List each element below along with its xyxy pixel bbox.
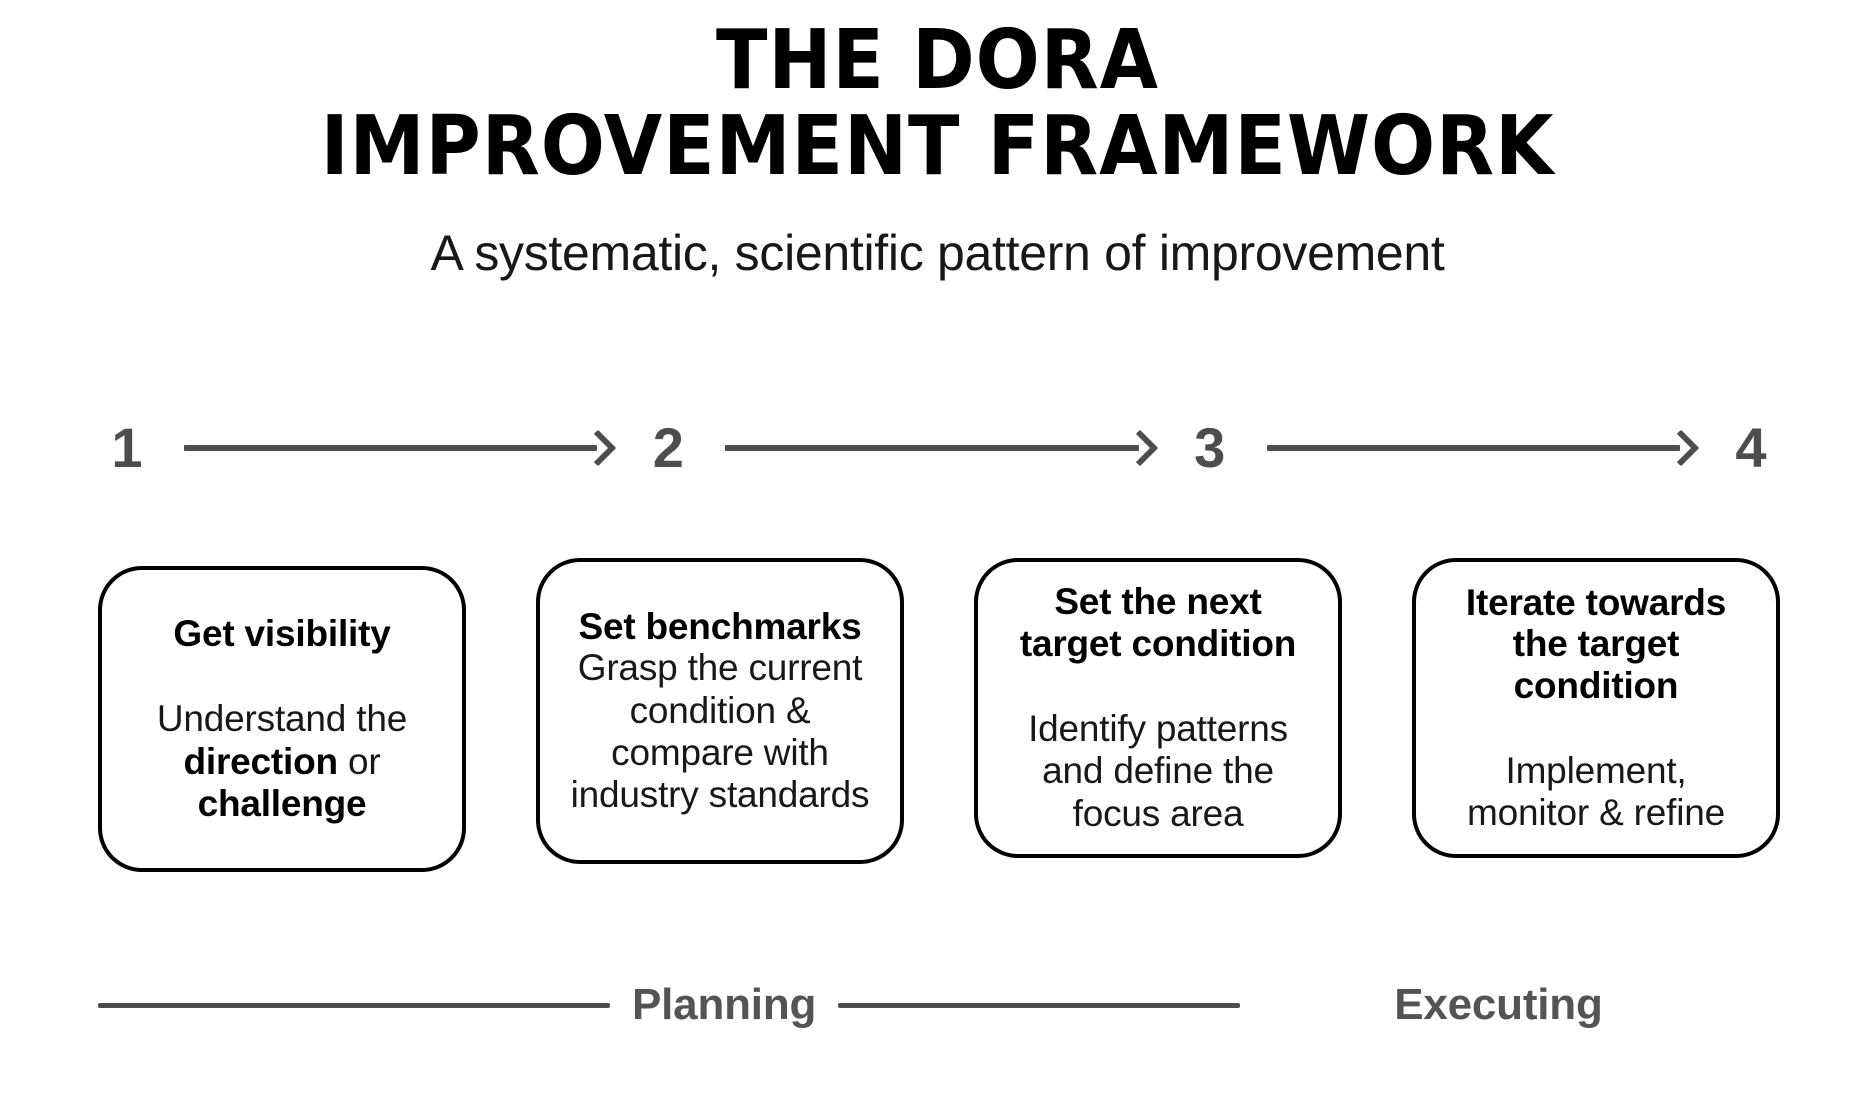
page-title: THE DORA IMPROVEMENT FRAMEWORK	[75, 13, 1800, 195]
body-text-mid: or	[337, 740, 381, 782]
step-cards: Get visibility Understand the direction …	[98, 558, 1780, 914]
arrow-right-icon-1	[184, 429, 617, 467]
body-text-bold-direction: direction	[183, 740, 338, 782]
step-number-2: 2	[652, 416, 684, 479]
arrow-right-icon-3	[1266, 429, 1700, 467]
phase-label-planning: Planning	[632, 980, 817, 1029]
body-text-prefix: Understand the	[156, 698, 408, 740]
step-card-3-heading: Set the next target condition	[1019, 581, 1297, 664]
phase-rule-left	[98, 1002, 610, 1008]
step-number-4: 4	[1735, 416, 1767, 479]
arrow-head	[579, 429, 617, 467]
phase-label-executing: Executing	[1394, 980, 1603, 1029]
step-card-1-heading: Get visibility	[173, 613, 391, 655]
phase-rule-right	[838, 1002, 1241, 1008]
step-card-1-body: Understand the direction or challenge	[128, 698, 436, 825]
page-title-line-1: THE DORA	[715, 13, 1159, 108]
step-card-3: Set the next target condition Identify p…	[974, 558, 1342, 858]
step-card-2: Set benchmarks Grasp the current conditi…	[536, 558, 904, 864]
body-text-bold-challenge: challenge	[197, 782, 367, 824]
step-card-4: Iterate towards the target condition Imp…	[1412, 558, 1780, 858]
arrow-shaft	[184, 445, 598, 451]
step-number-3: 3	[1194, 416, 1226, 479]
phase-bar: Planning Executing	[98, 975, 1780, 1035]
arrow-shaft	[1266, 445, 1680, 451]
arrow-head	[1121, 429, 1159, 467]
page-subtitle: A systematic, scientific pattern of impr…	[430, 225, 1445, 282]
step-card-3-body: Identify patterns and define the focus a…	[1028, 708, 1288, 834]
step-card-1: Get visibility Understand the direction …	[98, 566, 466, 872]
step-card-4-body: Implement, monitor & refine	[1467, 749, 1725, 834]
header: THE DORA IMPROVEMENT FRAMEWORK A systema…	[0, 0, 1875, 281]
page-title-line-2: IMPROVEMENT FRAMEWORK	[320, 99, 1555, 195]
step-number-1: 1	[111, 416, 143, 479]
step-sequence: 1 2 3 4	[98, 410, 1780, 486]
step-card-2-heading: Set benchmarks	[578, 605, 862, 647]
arrow-right-icon-2	[725, 429, 1159, 467]
step-card-2-body: Grasp the current condition & compare wi…	[570, 647, 870, 815]
arrow-head	[1662, 429, 1700, 467]
arrow-shaft	[725, 445, 1139, 451]
step-card-4-heading: Iterate towards the target condition	[1465, 581, 1727, 706]
